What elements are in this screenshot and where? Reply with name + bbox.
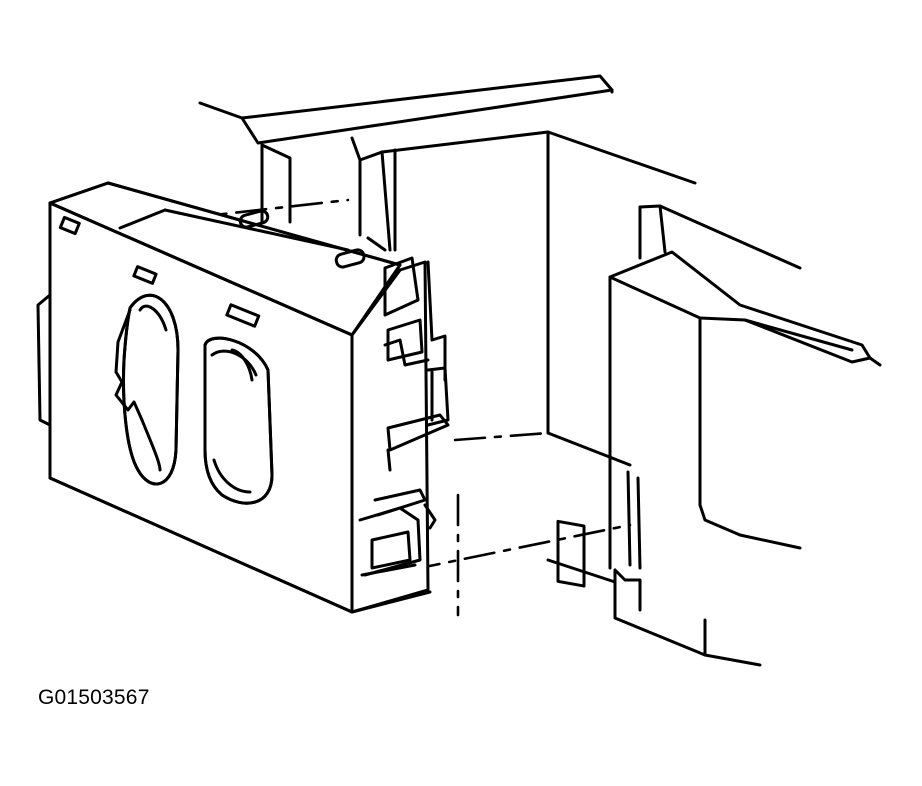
headlamp-switch-assembly xyxy=(36,181,450,614)
figure-id-label: G01503567 xyxy=(38,686,150,709)
alignment-lines xyxy=(123,198,632,617)
dash-housing xyxy=(198,74,882,667)
